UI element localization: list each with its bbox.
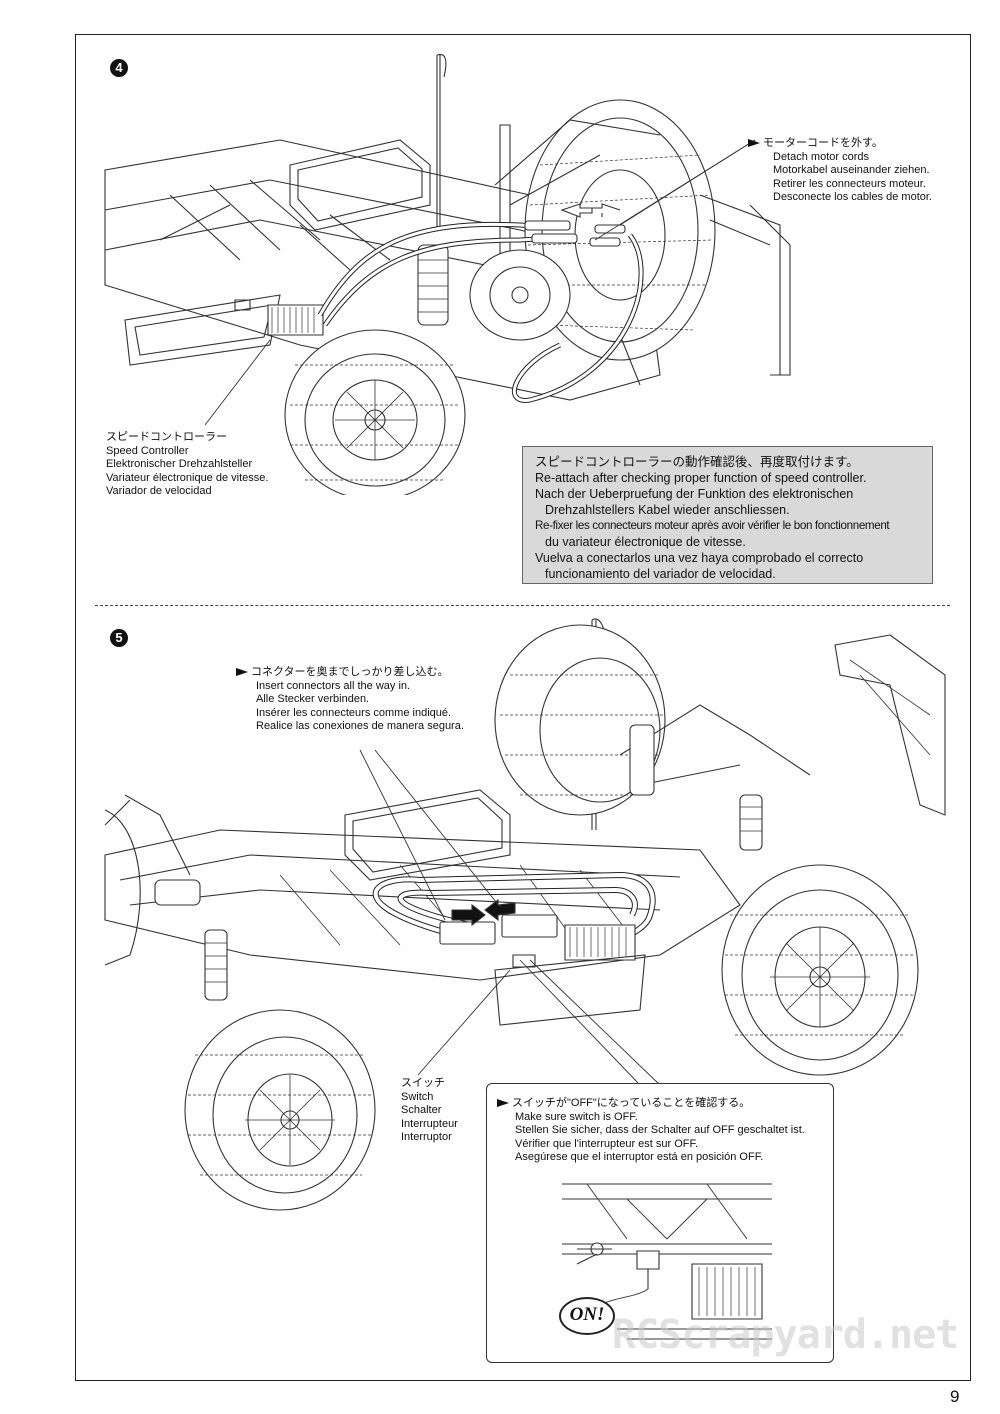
off-check-ja: スイッチが"OFF"になっていることを確認する。 [512,1097,751,1109]
off-check-fr: Vérifier que l'interrupteur est sur OFF. [515,1137,699,1150]
switch-label: スイッチ Switch Schalter Interrupteur Interr… [401,1077,458,1145]
insert-connectors-callout: コネクターを奥までしっかり差し込む。 Insert connectors all… [236,666,464,734]
note-ja: スピードコントローラーの動作確認後、再度取付けます。 [535,455,859,469]
speed-controller-en: Speed Controller [106,444,189,457]
connect-es: Realice las conexiones de manera segura. [256,720,464,732]
step-5-number: 5 [110,629,128,647]
page-number: 9 [950,1387,960,1406]
speed-controller-de: Elektronischer Drehzahlsteller [106,458,253,470]
on-badge: ON! [559,1297,615,1335]
off-check-es: Asegúrese que el interruptor está en pos… [515,1151,764,1163]
connect-ja: コネクターを奥までしっかり差し込む。 [251,666,449,678]
speed-controller-fr: Variateur électronique de vitesse. [106,471,269,484]
step-5-chassis-illustration [100,615,950,1230]
callout-arrow-icon [236,668,248,677]
step-4-chassis-illustration [100,45,800,495]
detach-ja: モーターコードを外す。 [763,137,883,149]
detach-es: Desconecte los cables de motor. [773,191,932,203]
note-fr-1: Re-fixer les connecteurs moteur après av… [535,519,890,532]
speed-controller-ja: スピードコントローラー [106,431,227,443]
note-fr-2: du variateur électronique de vitesse. [545,535,746,549]
detach-motor-callout: モーターコードを外す。 Detach motor cords Motorkabe… [748,137,932,205]
off-check-de: Stellen Sie sicher, dass der Schalter au… [515,1124,805,1136]
connect-fr: Insérer les connecteurs comme indiqué. [256,706,452,719]
section-divider [95,605,950,606]
switch-es: Interruptor [401,1131,452,1143]
off-check-en: Make sure switch is OFF. [515,1110,638,1123]
switch-de: Schalter [401,1104,442,1116]
speed-controller-es: Variador de velocidad [106,485,212,497]
page-frame [75,34,971,1381]
callout-arrow-icon [497,1099,509,1108]
reattach-note-box: スピードコントローラーの動作確認後、再度取付けます。 Re-attach aft… [522,446,933,584]
step-4-number: 4 [110,59,128,77]
speed-controller-label: スピードコントローラー Speed Controller Elektronisc… [106,431,268,499]
switch-detail-illustration [557,1179,777,1351]
switch-off-text: スイッチが"OFF"になっていることを確認する。 Make sure switc… [497,1097,805,1165]
watermark: RCScrapyard.net [612,1312,959,1358]
note-de-2: Drehzahlstellers Kabel wieder anschliess… [545,503,790,517]
note-es-2: funcionamiento del variador de velocidad… [545,567,776,581]
connect-en: Insert connectors all the way in. [256,679,411,692]
note-es-1: Vuelva a conectarlos una vez haya compro… [535,551,864,565]
switch-fr: Interrupteur [401,1117,458,1130]
callout-arrow-icon [748,139,760,148]
detach-fr: Retirer les connecteurs moteur. [773,177,926,190]
connect-de: Alle Stecker verbinden. [256,693,370,705]
switch-off-callout-box: スイッチが"OFF"になっていることを確認する。 Make sure switc… [486,1083,834,1363]
note-en: Re-attach after checking proper function… [535,471,867,485]
switch-ja: スイッチ [401,1077,445,1089]
note-de-1: Nach der Ueberpruefung der Funktion des … [535,487,854,501]
detach-en: Detach motor cords [773,150,869,163]
detach-de: Motorkabel auseinander ziehen. [773,164,930,176]
switch-en: Switch [401,1090,434,1103]
